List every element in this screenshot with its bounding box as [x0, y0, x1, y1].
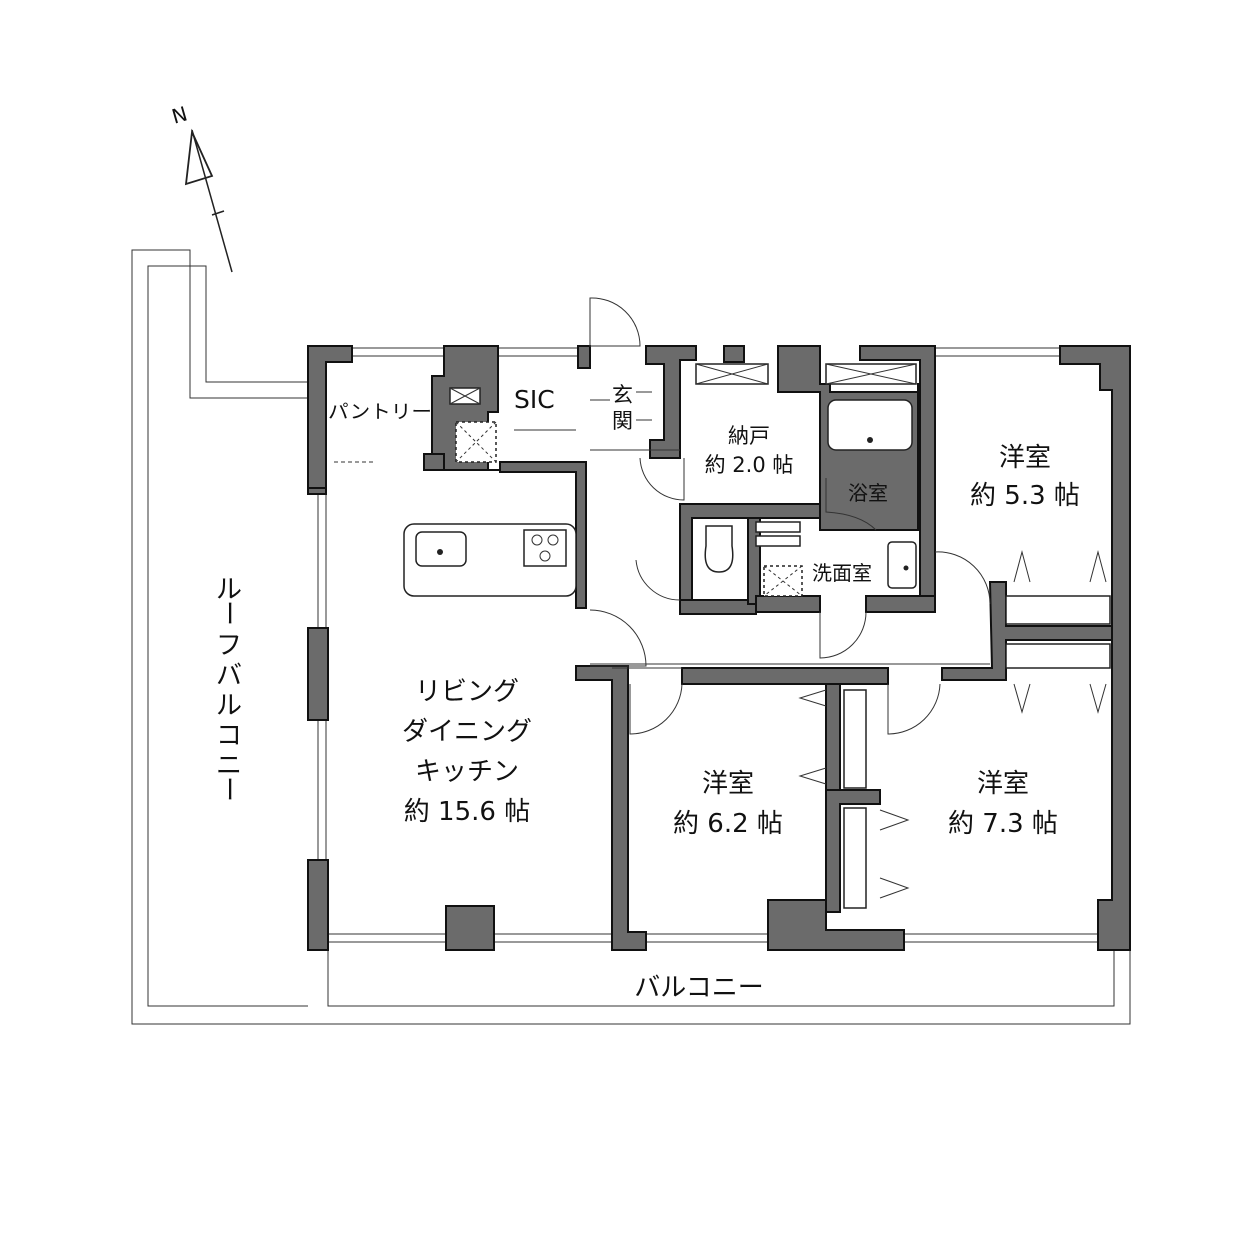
- roof-balcony-char: ー: [213, 776, 243, 802]
- door-swings: [334, 297, 991, 735]
- sic-label: SIC: [514, 385, 555, 414]
- toilet-icon: [704, 525, 734, 573]
- washroom-label: 洗面室: [812, 561, 872, 585]
- storage-name: 納戸: [728, 424, 770, 448]
- roof-balcony-char: バ: [216, 661, 242, 691]
- north-label: N: [169, 102, 190, 129]
- roof-balcony-label: ル ー フ バ ル コ ニ ー: [213, 575, 243, 802]
- ldk-line3: キッチン: [415, 757, 519, 787]
- room-labels: パントリー SIC 玄 関 納戸 約 2.0 帖 浴室 洗面室 洋室 約 5.3…: [213, 383, 1080, 1003]
- bedroom-se-name: 洋室: [977, 769, 1029, 799]
- roof-balcony-char: ー: [213, 600, 243, 626]
- bedroom-ne-name: 洋室: [999, 443, 1051, 473]
- fixtures: [403, 363, 1111, 909]
- roof-balcony-char: フ: [216, 631, 242, 661]
- ldk-line2: ダイニング: [402, 717, 532, 747]
- entrance-label-top: 玄: [612, 383, 633, 407]
- ldk-line1: リビング: [415, 677, 519, 707]
- roof-balcony-char: ル: [216, 691, 242, 721]
- wash-basin-icon: [887, 541, 917, 589]
- bedroom-ne-size: 約 5.3 帖: [970, 481, 1080, 511]
- sink-icon: [415, 531, 467, 567]
- ldk-size: 約 15.6 帖: [404, 797, 530, 827]
- roof-balcony-outline: [131, 249, 1131, 1025]
- roof-balcony-char: ル: [216, 575, 242, 605]
- walls: [307, 345, 1131, 951]
- storage-size: 約 2.0 帖: [705, 453, 794, 477]
- roof-balcony-char: ニ: [216, 751, 242, 781]
- bath-label: 浴室: [848, 481, 888, 505]
- entrance-label-bottom: 関: [612, 409, 633, 433]
- roof-balcony-char: コ: [216, 721, 242, 751]
- stove-icon: [523, 529, 567, 567]
- pantry-label: パントリー: [328, 401, 432, 423]
- bedroom-se-size: 約 7.3 帖: [948, 809, 1058, 839]
- bedroom-s-size: 約 6.2 帖: [673, 809, 783, 839]
- bedroom-s-name: 洋室: [702, 769, 754, 799]
- balcony-label: バルコニー: [634, 973, 763, 1003]
- bathtub-icon: [827, 399, 913, 451]
- north-arrow-icon: N: [169, 102, 233, 273]
